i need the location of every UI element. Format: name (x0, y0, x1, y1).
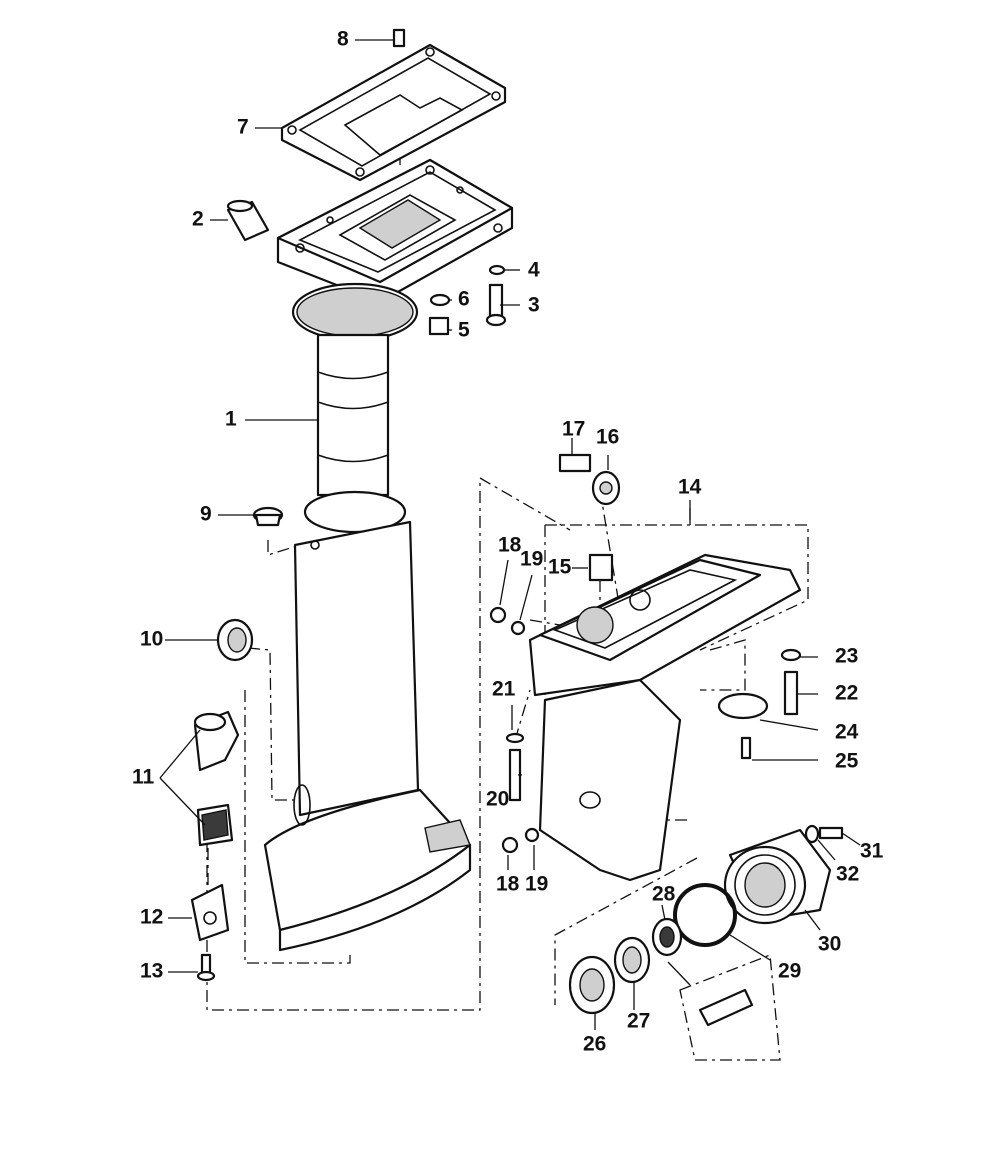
callout-12: 12 (140, 906, 163, 929)
callout-15: 15 (548, 556, 572, 579)
callout-labels: 1 2 3 4 5 6 7 8 9 10 11 12 13 14 15 16 1… (132, 28, 884, 1056)
adapter-plate (276, 158, 514, 304)
callout-3: 3 (528, 294, 540, 317)
callout-31: 31 (860, 840, 884, 863)
callout-2: 2 (192, 208, 204, 231)
callout-30: 30 (818, 933, 841, 956)
callout-22: 22 (835, 682, 858, 705)
callout-19-upper: 19 (520, 548, 543, 571)
callout-32: 32 (836, 863, 859, 886)
callout-11: 11 (132, 766, 155, 789)
callout-18-upper: 18 (498, 534, 522, 557)
callout-5: 5 (458, 319, 470, 342)
callout-1: 1 (225, 408, 237, 431)
callout-8: 8 (337, 28, 349, 51)
callout-27: 27 (627, 1010, 650, 1033)
small-parts-left (190, 28, 507, 982)
callout-7: 7 (237, 116, 249, 139)
callout-24: 24 (835, 721, 859, 744)
gasket (280, 43, 507, 182)
assembly-lines (206, 80, 809, 1011)
driveshaft-housing (263, 282, 472, 952)
callout-4: 4 (528, 259, 540, 282)
callout-9: 9 (200, 503, 212, 526)
callout-25: 25 (835, 750, 859, 773)
callout-17: 17 (562, 418, 585, 441)
callout-19-lower: 19 (525, 873, 548, 896)
callout-14: 14 (678, 476, 702, 499)
callout-28: 28 (652, 883, 676, 906)
callout-10: 10 (140, 628, 163, 651)
callout-21: 21 (492, 678, 516, 701)
callout-23: 23 (835, 645, 858, 668)
callout-13: 13 (140, 960, 163, 983)
gearcase (489, 453, 802, 882)
callout-18-lower: 18 (496, 873, 520, 896)
callout-6: 6 (458, 288, 470, 311)
leader-lines (159, 39, 861, 1030)
callout-29: 29 (778, 960, 801, 983)
callout-20: 20 (486, 788, 509, 811)
callout-16: 16 (596, 426, 619, 449)
callout-26: 26 (583, 1033, 606, 1056)
